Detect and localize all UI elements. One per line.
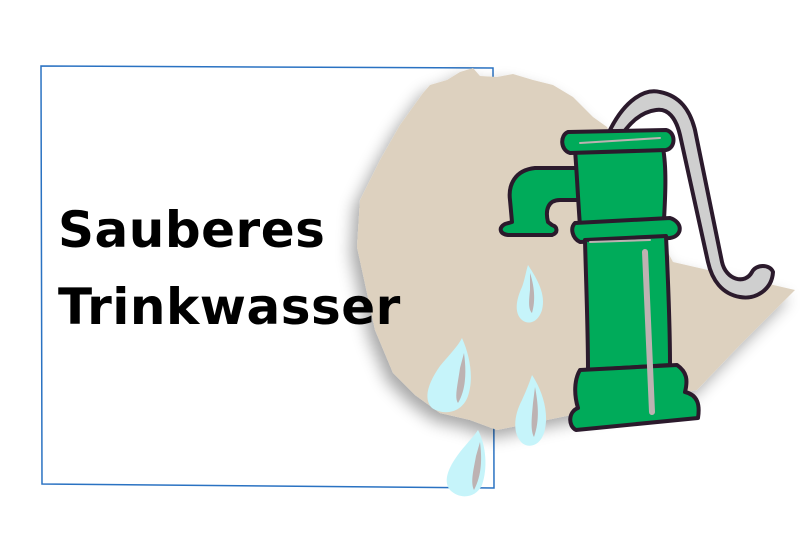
- water-drops: [427, 265, 547, 497]
- water-drop: [427, 338, 471, 413]
- pump-handle: [608, 89, 775, 300]
- page-title: Sauberes Trinkwasser: [58, 192, 401, 346]
- map-shape: [357, 68, 795, 430]
- pump-highlights: [579, 137, 661, 415]
- title-line-2: Trinkwasser: [58, 278, 401, 336]
- title-line-1: Sauberes: [58, 201, 326, 259]
- water-drop: [515, 375, 547, 446]
- water-drop: [446, 430, 486, 497]
- water-drop: [516, 265, 544, 323]
